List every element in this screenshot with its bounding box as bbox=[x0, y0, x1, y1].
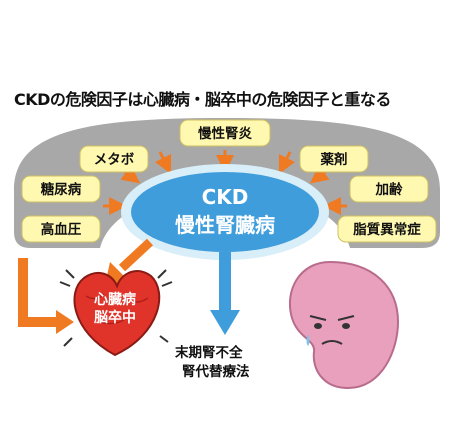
ckd-label-full: 慢性腎臓病 bbox=[175, 213, 275, 237]
ckd-label-abbr: CKD bbox=[202, 185, 249, 209]
factor-aging-label: 加齢 bbox=[375, 181, 403, 198]
factor-chronic-nephritis-label: 慢性腎炎 bbox=[198, 125, 252, 142]
factor-metabo-label: メタボ bbox=[94, 152, 135, 168]
factor-hypertension-label: 高血圧 bbox=[41, 221, 82, 238]
band-arrows bbox=[103, 150, 347, 215]
factor-dyslipidemia-label: 脂質異常症 bbox=[352, 221, 421, 238]
heart-label-line2: 脳卒中 bbox=[94, 309, 136, 326]
ckd-to-outcome-arrow bbox=[210, 252, 240, 335]
heart-shake-lines bbox=[59, 269, 173, 347]
factor-hypertension: 高血圧 bbox=[21, 215, 101, 243]
factor-diabetes-label: 糖尿病 bbox=[41, 181, 82, 198]
factor-drugs: 薬剤 bbox=[299, 145, 369, 173]
factor-metabo: メタボ bbox=[79, 145, 149, 173]
factor-dyslipidemia: 脂質異常症 bbox=[337, 215, 437, 243]
factor-aging: 加齢 bbox=[349, 175, 429, 203]
ckd-oval bbox=[131, 172, 319, 252]
factor-chronic-nephritis: 慢性腎炎 bbox=[179, 119, 271, 147]
factor-diabetes: 糖尿病 bbox=[21, 175, 101, 203]
factor-drugs-label: 薬剤 bbox=[321, 151, 348, 168]
outcome-line1: 末期腎不全 bbox=[175, 344, 243, 361]
kidney-character-icon bbox=[289, 260, 400, 390]
outcome-line2: 腎代替療法 bbox=[182, 363, 250, 380]
hypertension-to-heart-arrow bbox=[18, 258, 74, 334]
heart-icon: 心臓病 脳卒中 bbox=[59, 269, 173, 357]
heart-label-line1: 心臓病 bbox=[94, 291, 136, 308]
diagram-title: CKDの危険因子は心臓病・脳卒中の危険因子と重なる bbox=[14, 90, 391, 109]
